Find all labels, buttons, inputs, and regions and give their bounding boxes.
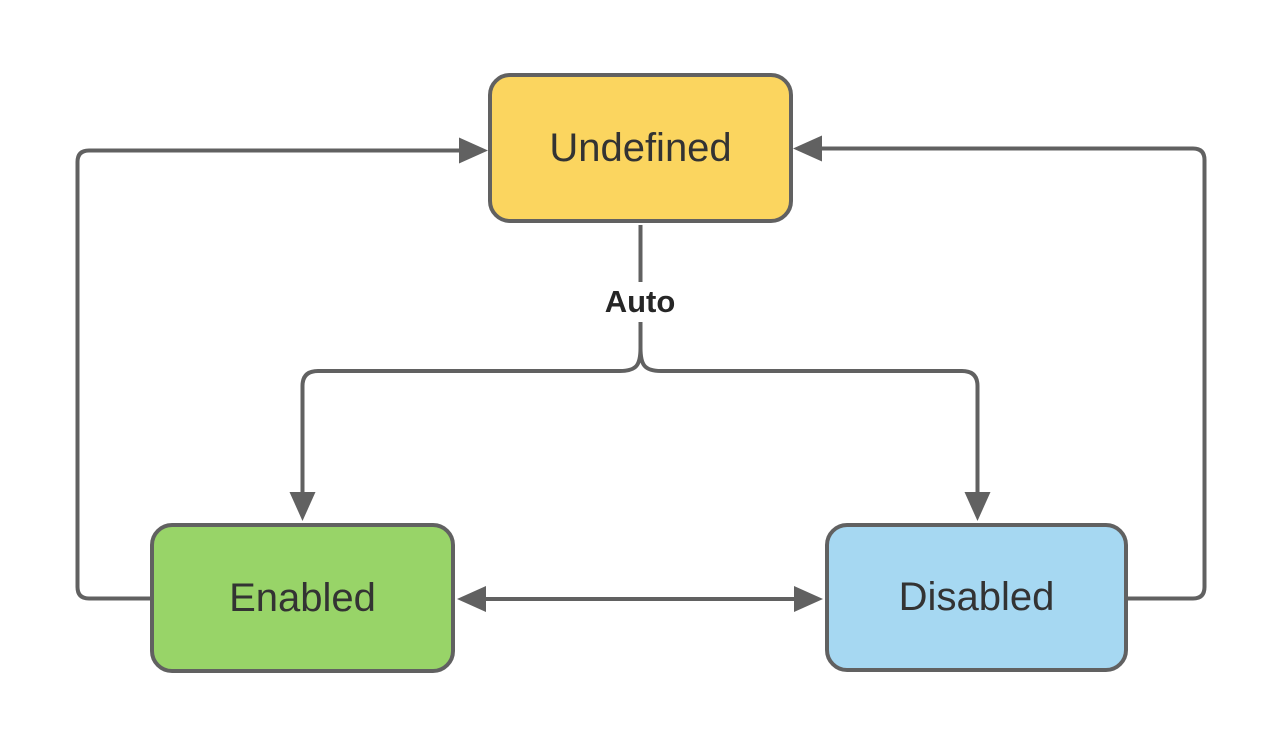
edge-undefined-to-enabled <box>289 225 643 521</box>
state-label-disabled: Disabled <box>898 575 1055 619</box>
edge-auto-left-path <box>300 225 643 492</box>
edge-left-loop-path <box>75 148 459 601</box>
state-label-undefined: Undefined <box>549 125 732 170</box>
edge-undefined-to-disabled <box>638 347 991 521</box>
state-node-undefined: Undefined <box>488 73 793 223</box>
arrowhead-left-enabled <box>457 586 486 612</box>
edge-enabled-disabled-bidirectional <box>457 586 823 612</box>
state-node-disabled: Disabled <box>825 523 1128 672</box>
edge-auto-right-path <box>638 347 980 492</box>
arrowhead-right-disabled <box>794 586 823 612</box>
arrowhead-down-enabled <box>289 492 316 521</box>
edge-label-auto: Auto <box>595 282 685 322</box>
state-label-enabled: Enabled <box>229 575 376 620</box>
arrowhead-right-undefined <box>459 137 488 164</box>
edge-disabled-to-undefined <box>793 135 1207 601</box>
arrowhead-left-undefined <box>793 135 822 162</box>
edge-right-loop-path <box>822 146 1207 601</box>
state-node-enabled: Enabled <box>150 523 455 673</box>
edge-enabled-to-undefined <box>75 137 488 601</box>
arrowhead-down-disabled <box>964 492 991 521</box>
